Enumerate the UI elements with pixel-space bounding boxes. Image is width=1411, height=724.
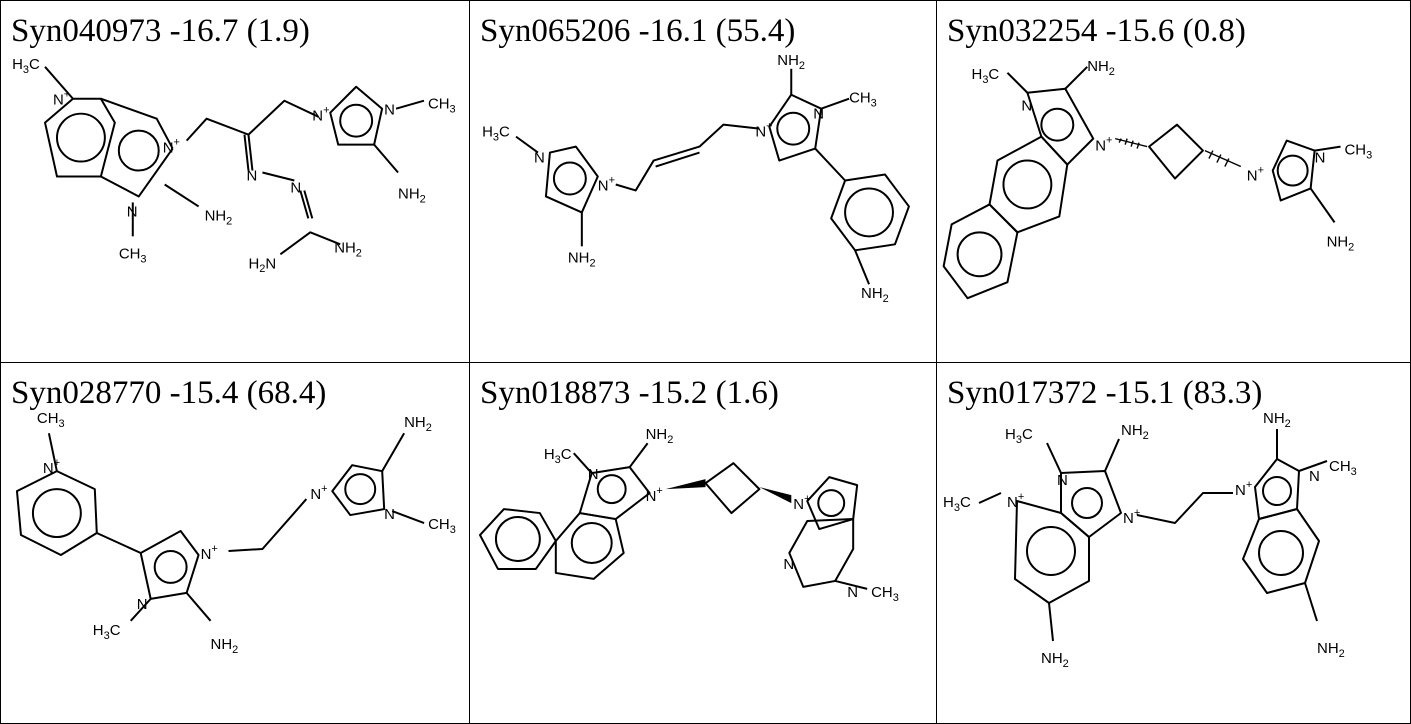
svg-text:N+: N+ <box>1095 135 1112 155</box>
svg-text:CH3: CH3 <box>849 90 877 110</box>
svg-text:NH2: NH2 <box>646 426 674 446</box>
docking-score: -16.1 <box>638 13 708 49</box>
svg-text:N: N <box>384 102 395 119</box>
svg-text:NH2: NH2 <box>568 249 596 269</box>
molecule-id: Syn017372 <box>947 375 1098 411</box>
svg-text:N: N <box>813 106 824 123</box>
molecule-caption: Syn028770 -15.4 (68.4) <box>11 373 326 413</box>
svg-text:N: N <box>1315 150 1326 167</box>
svg-text:N+: N+ <box>312 105 329 125</box>
svg-text:H2N: H2N <box>248 255 276 275</box>
structure-diagram: CH3 N+ N+ N H3C NH2 N+ N CH3 NH2 <box>15 410 456 656</box>
svg-text:N: N <box>534 150 545 167</box>
svg-text:N+: N+ <box>43 457 60 477</box>
svg-text:H3C: H3C <box>12 56 40 76</box>
svg-text:H3C: H3C <box>482 124 510 144</box>
molecule-caption: Syn017372 -15.1 (83.3) <box>947 373 1262 413</box>
structure-diagram: H3C N NH2 N+ N+ N N CH3 <box>478 426 899 604</box>
svg-text:N: N <box>127 203 138 220</box>
svg-text:N: N <box>384 506 395 523</box>
svg-text:N+: N+ <box>1007 491 1024 511</box>
svg-text:N+: N+ <box>310 483 327 503</box>
svg-text:NH2: NH2 <box>404 414 432 434</box>
svg-text:N+: N+ <box>163 137 180 157</box>
svg-text:NH2: NH2 <box>334 239 362 259</box>
svg-text:NH2: NH2 <box>1121 422 1149 442</box>
svg-text:N+: N+ <box>755 121 772 141</box>
molecule-cell: Syn018873 -15.2 (1.6) H3C N <box>470 363 937 723</box>
molecule-caption: Syn040973 -16.7 (1.9) <box>11 11 310 51</box>
svg-text:H3C: H3C <box>943 494 971 514</box>
structure-diagram: H3C N NH2 N+ N+ N CH3 NH2 <box>942 58 1373 300</box>
svg-text:N+: N+ <box>201 543 218 563</box>
molecule-caption: Syn065206 -16.1 (55.4) <box>480 11 795 51</box>
svg-text:NH2: NH2 <box>777 52 805 72</box>
svg-text:N+: N+ <box>793 493 810 513</box>
svg-text:H3C: H3C <box>972 66 1000 86</box>
svg-text:N+: N+ <box>646 485 663 505</box>
svg-text:CH3: CH3 <box>1329 458 1357 478</box>
svg-text:N: N <box>290 179 301 196</box>
svg-text:N: N <box>1057 472 1068 489</box>
svg-text:H3C: H3C <box>1005 426 1033 446</box>
svg-text:N: N <box>246 168 257 185</box>
docking-score: -15.4 <box>169 375 239 411</box>
docking-score: -16.7 <box>169 13 239 49</box>
score-note: (1.6) <box>715 375 779 411</box>
svg-text:CH3: CH3 <box>871 584 899 604</box>
svg-text:H3C: H3C <box>93 622 121 642</box>
molecule-cell: Syn028770 -15.4 (68.4) CH3 N+ N+ N <box>1 363 470 723</box>
svg-text:N: N <box>1309 468 1320 485</box>
structure-diagram: H3C N N+ NH2 N+ N NH2 CH3 NH2 <box>482 52 910 305</box>
svg-text:CH3: CH3 <box>1345 142 1373 162</box>
svg-text:CH3: CH3 <box>428 516 456 536</box>
molecule-id: Syn018873 <box>480 375 631 411</box>
svg-text:N+: N+ <box>1247 165 1264 185</box>
svg-text:NH2: NH2 <box>1317 640 1345 660</box>
molecule-cell: Syn040973 -16.7 (1.9) <box>1 1 470 363</box>
svg-text:N: N <box>783 556 794 573</box>
svg-text:CH3: CH3 <box>428 96 456 116</box>
svg-text:H3C: H3C <box>544 446 572 466</box>
structure-diagram: H3C N NH2 N+ H3C N+ NH2 N+ N CH3 NH2 NH2 <box>943 410 1357 670</box>
score-note: (68.4) <box>246 375 327 411</box>
docking-score: -15.1 <box>1105 375 1175 411</box>
molecule-id: Syn065206 <box>480 13 631 49</box>
svg-text:NH2: NH2 <box>1327 233 1355 253</box>
svg-text:NH2: NH2 <box>398 185 426 205</box>
svg-text:NH2: NH2 <box>1041 650 1069 670</box>
svg-text:NH2: NH2 <box>205 207 233 227</box>
svg-text:NH2: NH2 <box>861 285 889 305</box>
score-note: (83.3) <box>1182 375 1263 411</box>
molecule-caption: Syn032254 -15.6 (0.8) <box>947 11 1246 51</box>
score-note: (1.9) <box>246 13 310 49</box>
molecule-caption: Syn018873 -15.2 (1.6) <box>480 373 779 413</box>
molecule-cell: Syn065206 -16.1 (55.4) H3C N N+ <box>470 1 937 363</box>
svg-text:N: N <box>588 466 599 483</box>
svg-text:CH3: CH3 <box>119 245 147 265</box>
docking-score: -15.6 <box>1105 13 1175 49</box>
docking-score: -15.2 <box>638 375 708 411</box>
svg-text:N+: N+ <box>53 89 70 109</box>
molecule-cell: Syn032254 -15.6 (0.8) <box>937 1 1410 363</box>
molecule-id: Syn032254 <box>947 13 1098 49</box>
svg-text:N+: N+ <box>1235 479 1252 499</box>
molecule-id: Syn028770 <box>11 375 162 411</box>
svg-text:N: N <box>1021 98 1032 115</box>
svg-text:NH2: NH2 <box>1087 58 1115 78</box>
score-note: (0.8) <box>1182 13 1246 49</box>
score-note: (55.4) <box>715 13 796 49</box>
svg-text:NH2: NH2 <box>1263 410 1291 430</box>
molecule-cell: Syn017372 -15.1 (83.3) H3C N <box>937 363 1410 723</box>
molecule-id: Syn040973 <box>11 13 162 49</box>
svg-text:CH3: CH3 <box>37 410 65 430</box>
svg-text:N: N <box>137 596 148 613</box>
svg-text:N+: N+ <box>598 174 615 194</box>
svg-text:N: N <box>847 584 858 601</box>
structure-diagram: H3C N+ N+ N CH3 NH2 N N NH2 H2N N+ N CH3… <box>12 56 456 275</box>
svg-text:NH2: NH2 <box>211 636 239 656</box>
svg-text:N+: N+ <box>1123 507 1140 527</box>
